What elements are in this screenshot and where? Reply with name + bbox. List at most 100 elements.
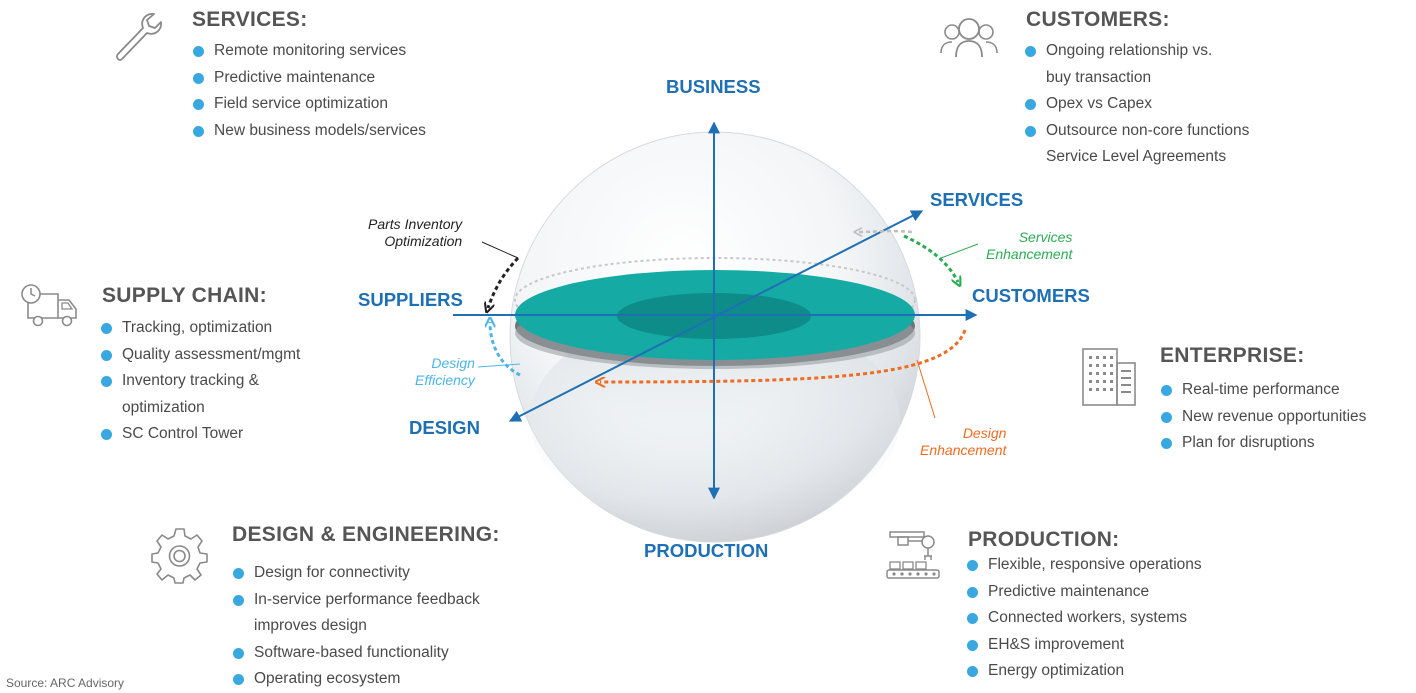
bullet-dot <box>193 125 204 137</box>
gear-icon <box>151 528 208 584</box>
supply-chain-list: Tracking, optimization Quality assessmen… <box>100 315 300 448</box>
people-group-icon <box>940 18 998 58</box>
list-item: Flexible, responsive operations <box>966 552 1202 579</box>
delivery-truck-clock-icon <box>21 284 77 327</box>
list-item-text: Predictive maintenance <box>988 582 1150 600</box>
flow-label-design-enhancement-line2: Enhancement <box>920 442 1007 458</box>
leader-services-enhancement <box>940 243 979 259</box>
enterprise-list: Real-time performance New revenue opport… <box>1160 377 1366 457</box>
services-title: SERVICES: <box>192 8 308 31</box>
flow-label-services-enhancement-line1: Services <box>1018 229 1073 245</box>
bullet-dot <box>1161 438 1172 449</box>
bullet-dot <box>1161 385 1172 396</box>
flow-label-design-enhancement: Design Enhancement <box>920 425 1006 459</box>
leader-design-enhancement <box>916 359 936 419</box>
flow-gray-upper-arrow <box>858 231 913 232</box>
bullet-dot <box>101 429 112 440</box>
leader-parts-inventory <box>481 241 519 259</box>
list-item-text: Ongoing relationship vs. <box>1046 42 1213 59</box>
list-item: Field service optimization <box>192 91 426 118</box>
list-item-text: Operating ecosystem <box>254 670 401 687</box>
list-item-text: Design for connectivity <box>254 564 410 581</box>
list-item-text: In-service performance feedback <box>254 590 480 608</box>
customers-list: Ongoing relationship vs. buy transaction… <box>1024 38 1249 171</box>
list-item: Predictive maintenance <box>192 65 426 92</box>
list-item-text: optimization <box>122 398 205 416</box>
bullet-dot <box>967 560 978 571</box>
bullet-dot <box>1161 411 1172 423</box>
list-item-text: Plan for disruptions <box>1182 434 1315 451</box>
bullet-dot <box>1025 99 1036 110</box>
list-item: Inventory tracking & <box>100 368 300 395</box>
list-item: In-service performance feedback <box>232 587 480 614</box>
list-item-text: SC Control Tower <box>122 425 244 442</box>
list-item-text: Software-based functionality <box>254 643 449 661</box>
bullet-dot <box>101 323 112 334</box>
list-item-text: New revenue opportunities <box>1182 407 1367 425</box>
bullet-dot <box>233 647 244 659</box>
bullet-dot <box>967 639 978 651</box>
bullet-dot <box>967 586 978 598</box>
list-item: Real-time performance <box>1160 377 1366 404</box>
list-item: SC Control Tower <box>100 421 300 448</box>
bullet-dot <box>967 613 978 624</box>
flow-label-design-enhancement-line1: Design <box>962 425 1007 441</box>
list-item: Ongoing relationship vs. <box>1024 38 1249 65</box>
axis-label-services: SERVICES <box>930 189 1024 210</box>
robot-arm-conveyor-icon <box>886 531 940 579</box>
flow-label-parts-inventory-line1: Parts Inventory <box>368 216 463 232</box>
production-title: PRODUCTION: <box>968 528 1120 551</box>
list-item-text: improves design <box>254 617 367 634</box>
list-item: Design for connectivity <box>232 560 480 587</box>
list-item: Tracking, optimization <box>100 315 300 342</box>
axis-label-suppliers: SUPPLIERS <box>358 289 463 310</box>
bullet-dot <box>193 46 204 57</box>
flow-label-design-efficiency: Design Efficiency <box>415 355 475 389</box>
list-item: Plan for disruptions <box>1160 430 1366 457</box>
bullet-dot <box>101 349 112 361</box>
list-item-text: Outsource non-core functions <box>1046 121 1250 139</box>
customers-title: CUSTOMERS: <box>1026 8 1170 31</box>
list-item-text: Opex vs Capex <box>1046 95 1152 112</box>
design-engineering-title: DESIGN & ENGINEERING: <box>232 523 500 546</box>
list-item-text: Remote monitoring services <box>214 42 407 59</box>
services-list: Remote monitoring services Predictive ma… <box>192 38 426 144</box>
enterprise-title: ENTERPRISE: <box>1160 344 1305 367</box>
flow-label-parts-inventory: Parts Inventory Optimization <box>368 216 462 250</box>
bullet-dot <box>193 99 204 110</box>
bullet-dot <box>193 72 204 84</box>
flow-design-efficiency-arrow <box>490 322 521 377</box>
list-item: Energy optimization <box>966 658 1202 685</box>
list-item-text: New business models/services <box>214 121 426 139</box>
bullet-dot <box>967 666 978 677</box>
list-item: Outsource non-core functions <box>1024 118 1249 145</box>
bullet-dot <box>1025 46 1036 57</box>
list-item: Connected workers, systems <box>966 605 1202 632</box>
list-item: Software-based functionality <box>232 640 480 667</box>
list-item-text: Predictive maintenance <box>214 68 376 86</box>
list-item: New revenue opportunities <box>1160 404 1366 431</box>
flow-label-parts-inventory-line2: Optimization <box>384 233 463 249</box>
list-item-text: Tracking, optimization <box>122 319 273 336</box>
source-note: Source: ARC Advisory <box>6 676 125 690</box>
list-item: Predictive maintenance <box>966 579 1202 606</box>
bullet-dot <box>233 568 244 579</box>
list-item: EH&S improvement <box>966 632 1202 659</box>
list-item-text: EH&S improvement <box>988 635 1125 653</box>
bullet-dot <box>233 594 244 606</box>
flow-label-services-enhancement-line2: Enhancement <box>986 246 1073 262</box>
list-item: buy transaction <box>1024 65 1249 92</box>
bullet-dot <box>233 674 244 685</box>
list-item-text: Service Level Agreements <box>1046 148 1227 165</box>
wrench-icon <box>116 13 162 61</box>
list-item-text: Quality assessment/mgmt <box>122 345 301 363</box>
leader-design-efficiency <box>477 363 521 368</box>
axis-diagonal <box>508 210 924 422</box>
list-item-text: Flexible, responsive operations <box>988 556 1202 573</box>
office-building-icon <box>1082 348 1136 406</box>
design-engineering-list: Design for connectivity In-service perfo… <box>232 560 480 693</box>
axis-label-design: DESIGN <box>409 417 480 438</box>
list-item-text: Real-time performance <box>1182 381 1340 398</box>
list-item: Quality assessment/mgmt <box>100 342 300 369</box>
